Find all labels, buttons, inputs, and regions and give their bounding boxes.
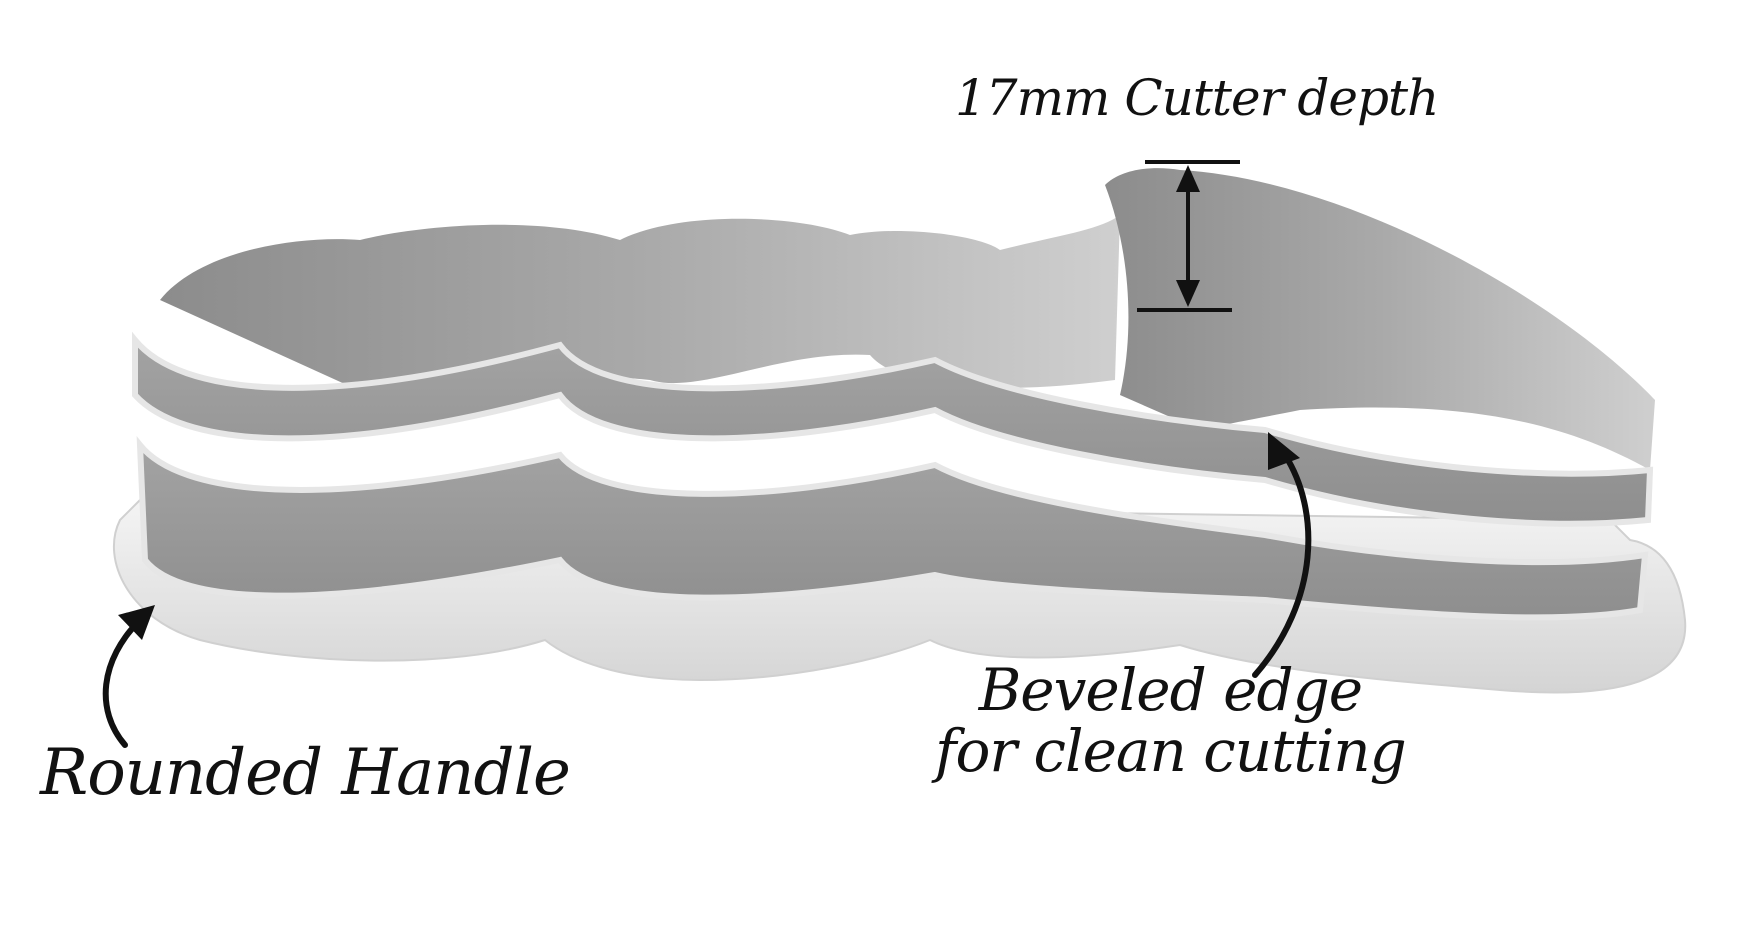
cutter-inner-wall-right xyxy=(1105,168,1655,470)
cutter-outer-wall-upper xyxy=(132,331,1654,527)
curved-arrow-icon xyxy=(1252,432,1312,678)
cutter-depth-label: 17mm Cutter depth xyxy=(955,69,1439,127)
beveled-edge-label: Beveled edge for clean cutting xyxy=(935,656,1407,785)
dimension-arrow-icon xyxy=(1137,160,1240,312)
curved-arrow-icon xyxy=(102,605,155,748)
rounded-handle-label: Rounded Handle xyxy=(40,736,571,810)
cutter-outer-wall-lower xyxy=(136,435,1649,621)
cutter-inner-wall-back xyxy=(160,215,1120,400)
beveled-edge-label-line2: for clean cutting xyxy=(935,716,1407,785)
beveled-edge-label-line1: Beveled edge xyxy=(978,656,1363,724)
